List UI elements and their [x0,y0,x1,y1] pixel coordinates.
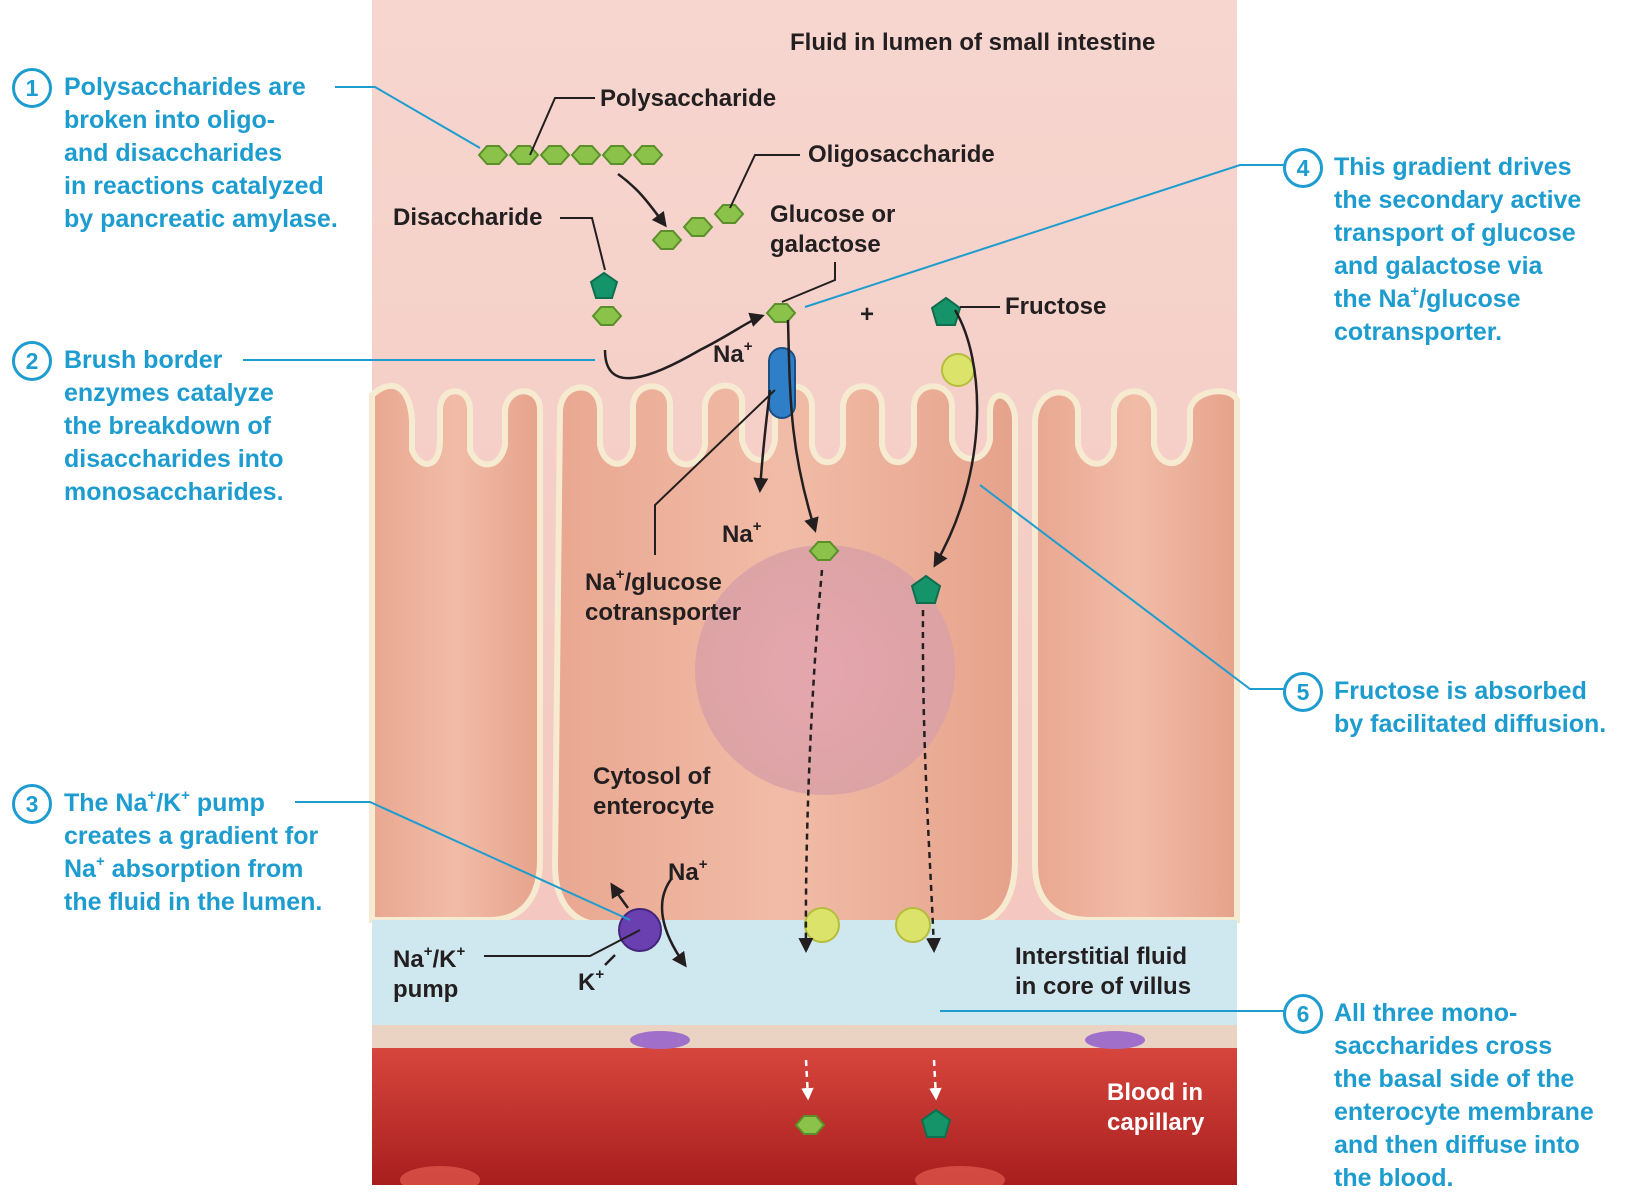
step-4-text-b: /glucose [1419,285,1520,313]
step-5-line: Fructose is absorbed [1334,675,1606,708]
step-3-line: creates a gradient for [64,820,322,853]
step-5-badge: 5 [1283,672,1323,712]
basal-glucose-carrier [805,908,839,942]
glucose-line2: galactose [770,230,895,260]
polysaccharide-label: Polysaccharide [600,84,776,114]
plus-sup: + [753,518,762,535]
fructose-label: Fructose [1005,292,1106,322]
step-6-line: and then diffuse into [1334,1129,1594,1162]
k-text: K [578,969,595,996]
step-4-line: cotransporter. [1334,316,1581,349]
step-6-line: saccharides cross [1334,1030,1594,1063]
step-1-line: broken into oligo- [64,104,338,137]
cotransporter-line1: Na+/glucose [585,568,741,598]
cotransporter-label: Na+/glucose cotransporter [585,568,741,628]
step-1-text: Polysaccharides are broken into oligo- a… [64,71,338,236]
step-3-text-a: The Na [64,789,147,817]
cytosol-line2: enterocyte [593,792,714,822]
step-4-line: and galactose via [1334,250,1581,283]
step-3-text: The Na+/K+ pump creates a gradient for N… [64,787,322,919]
step-4-text-a: the Na [1334,285,1410,313]
step-3-text-a: Na [64,855,96,883]
step-5-text: Fructose is absorbed by facilitated diff… [1334,675,1606,741]
step-2-line: the breakdown of [64,410,284,443]
step-6-line: the basal side of the [1334,1063,1594,1096]
interstitial-label: Interstitial fluid in core of villus [1015,942,1191,1002]
step-6-text: All three mono- saccharides cross the ba… [1334,997,1594,1195]
glucose-line1: Glucose or [770,200,895,230]
step-4-text: This gradient drives the secondary activ… [1334,151,1581,349]
blood-label: Blood in capillary [1107,1078,1204,1138]
plus-sup: + [96,853,105,870]
step-1-line: and disaccharides [64,137,338,170]
lumen-label: Fluid in lumen of small intestine [790,28,1155,58]
step-2-text: Brush border enzymes catalyze the breakd… [64,344,284,509]
step-2-line: enzymes catalyze [64,377,284,410]
step-1-line: by pancreatic amylase. [64,203,338,236]
blood-line2: capillary [1107,1108,1204,1138]
blood-line1: Blood in [1107,1078,1204,1108]
step-6-badge: 6 [1283,994,1323,1034]
interstitial-line1: Interstitial fluid [1015,942,1191,972]
step-4-line: the Na+/glucose [1334,283,1581,316]
na-text: Na [722,521,753,548]
step-2-line: disaccharides into [64,443,284,476]
na-text: Na [585,569,616,596]
step-3-badge: 3 [12,784,52,824]
step-6-line: enterocyte membrane [1334,1096,1594,1129]
disaccharide-label: Disaccharide [393,203,542,233]
step-4-line: the secondary active [1334,184,1581,217]
step-6-line: the blood. [1334,1162,1594,1195]
step-1-badge: 1 [12,68,52,108]
fructose-carrier [942,354,974,386]
pump-line2: pump [393,975,465,1005]
step-4-line: This gradient drives [1334,151,1581,184]
step-3-text-c: pump [190,789,265,817]
step-1-line: in reactions catalyzed [64,170,338,203]
cotransporter-line2: cotransporter [585,598,741,628]
na-text: Na [393,946,424,973]
pump-label: Na+/K+ pump [393,945,465,1005]
step-4-line: transport of glucose [1334,217,1581,250]
oligosaccharide-label: Oligosaccharide [808,140,995,170]
plus-sup: + [456,943,465,960]
na-ion-pump: Na+ [668,858,707,888]
plus-sup: + [181,787,190,804]
step-3-text-b: absorption from [105,855,304,883]
plus-sup: + [744,338,753,355]
cotransporter-suffix: /glucose [624,569,721,596]
plus-sup: + [699,856,708,873]
step-6-line: All three mono- [1334,997,1594,1030]
na-ion-lumen: Na+ [713,340,752,370]
na-text: Na [713,341,744,368]
na-ion-cytosol: Na+ [722,520,761,550]
plus-sup: + [595,966,604,983]
enterocyte-cells [372,386,1237,925]
na-text: Na [668,859,699,886]
plus-symbol: + [860,300,874,330]
plus-sup: + [616,566,625,583]
step-3-line: The Na+/K+ pump [64,787,322,820]
glucose-galactose-label: Glucose or galactose [770,200,895,260]
step-4-badge: 4 [1283,148,1323,188]
plus-sup: + [424,943,433,960]
plus-sup: + [147,787,156,804]
step-3-line: Na+ absorption from [64,853,322,886]
step-2-line: Brush border [64,344,284,377]
interstitial-line2: in core of villus [1015,972,1191,1002]
basal-fructose-carrier [896,908,930,942]
cytosol-label: Cytosol of enterocyte [593,762,714,822]
pump-suffix: /K [432,946,456,973]
step-2-badge: 2 [12,341,52,381]
step-5-line: by facilitated diffusion. [1334,708,1606,741]
plus-sup: + [1410,283,1419,300]
step-3-text-b: /K [156,789,181,817]
k-ion: K+ [578,968,604,998]
step-2-line: monosaccharides. [64,476,284,509]
step-3-line: the fluid in the lumen. [64,886,322,919]
step-1-line: Polysaccharides are [64,71,338,104]
cytosol-line1: Cytosol of [593,762,714,792]
pump-line1: Na+/K+ [393,945,465,975]
